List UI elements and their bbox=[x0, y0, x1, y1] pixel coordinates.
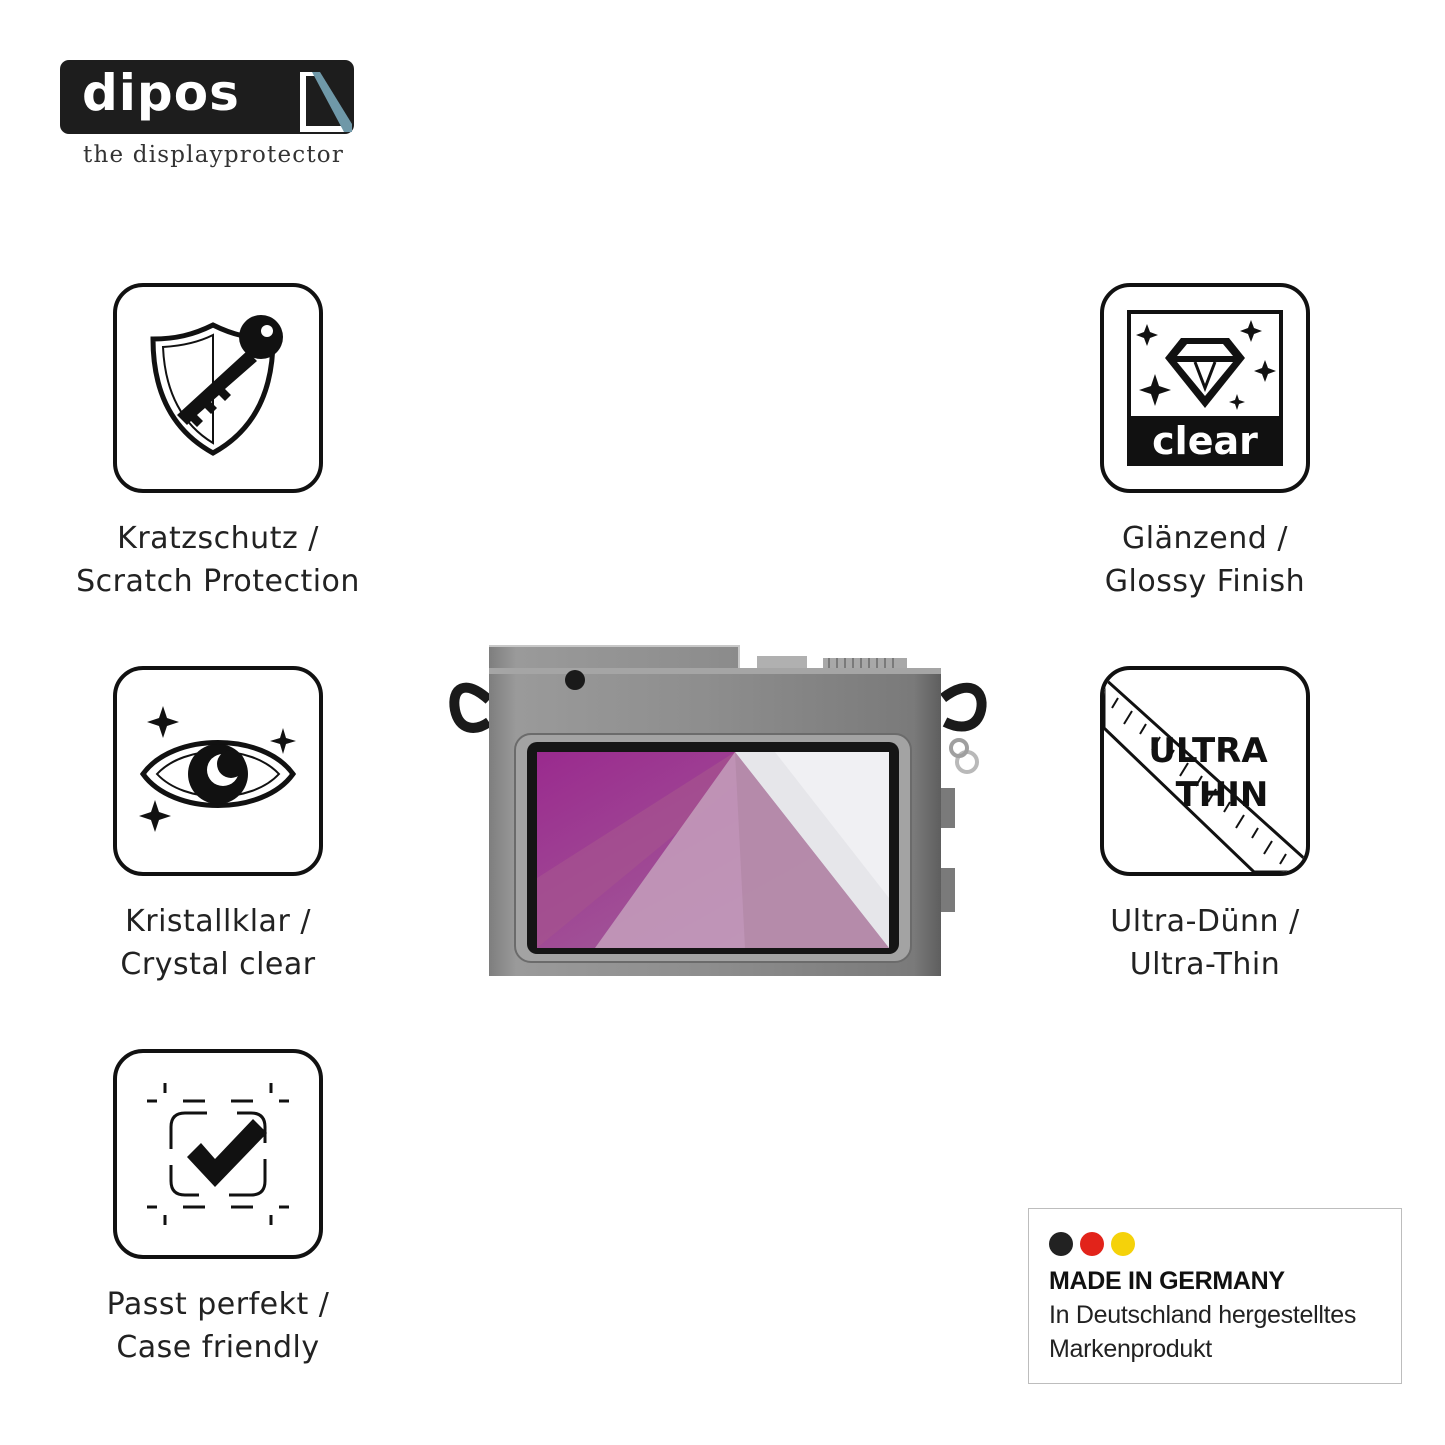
feature-label-de: Kratzschutz / bbox=[117, 521, 319, 556]
shield-key-icon bbox=[150, 315, 283, 456]
logo-fold-icon bbox=[360, 122, 361, 123]
brand-tagline: the displayprotector bbox=[83, 142, 345, 168]
feature-label: Kratzschutz / Scratch Protection bbox=[58, 517, 378, 603]
feature-glossy-finish: clear Glänzend / Glossy Finish bbox=[1045, 283, 1365, 603]
feature-label-de: Glänzend / bbox=[1122, 521, 1288, 556]
diamond-clear-icon: clear bbox=[1127, 310, 1283, 466]
made-in-germany-line-1: In Deutschland hergestelltes bbox=[1049, 1301, 1357, 1329]
ultra-icon-text: ULTRA bbox=[1148, 731, 1268, 771]
made-in-germany-title: MADE IN GERMANY bbox=[1049, 1267, 1285, 1295]
feature-label-en: Ultra-Thin bbox=[1129, 947, 1281, 982]
ultra-thin-ruler-icon: ULTRA THIN bbox=[1104, 675, 1306, 872]
camera-product-image bbox=[449, 645, 987, 976]
thin-icon-text: THIN bbox=[1176, 775, 1269, 815]
feature-icon-box bbox=[113, 1049, 323, 1259]
german-flag-dots bbox=[1049, 1232, 1137, 1260]
feature-icon-box bbox=[113, 666, 323, 876]
made-in-germany-badge: MADE IN GERMANY In Deutschland hergestel… bbox=[1028, 1208, 1402, 1384]
feature-label-en: Case friendly bbox=[116, 1330, 320, 1365]
feature-icon-box: clear bbox=[1100, 283, 1310, 493]
flag-dot-red bbox=[1080, 1232, 1105, 1256]
feature-icon-box bbox=[113, 283, 323, 493]
flag-dot-black bbox=[1049, 1232, 1073, 1256]
feature-label-de: Ultra-Dünn / bbox=[1110, 904, 1300, 939]
feature-label: Kristallklar / Crystal clear bbox=[58, 900, 378, 986]
feature-crystal-clear: Kristallklar / Crystal clear bbox=[58, 666, 378, 986]
feature-label-de: Kristallklar / bbox=[125, 904, 311, 939]
feature-label-de: Passt perfekt / bbox=[106, 1287, 330, 1322]
feature-ultra-thin: ULTRA THIN Ultra-Dünn / Ultra-Thin bbox=[1045, 666, 1365, 986]
check-frame-icon bbox=[147, 1083, 289, 1225]
flag-dot-gold bbox=[1111, 1232, 1136, 1256]
clear-icon-text: clear bbox=[1152, 419, 1258, 463]
feature-label-en: Crystal clear bbox=[120, 947, 316, 982]
feature-case-friendly: Passt perfekt / Case friendly bbox=[58, 1049, 378, 1369]
brand-logo: dipos bbox=[60, 60, 354, 134]
feature-label: Passt perfekt / Case friendly bbox=[58, 1283, 378, 1369]
feature-label-en: Scratch Protection bbox=[76, 564, 360, 599]
logo-corner-fold-icon bbox=[300, 72, 352, 132]
feature-scratch-protection: Kratzschutz / Scratch Protection bbox=[58, 283, 378, 603]
eye-sparkle-icon bbox=[139, 706, 297, 832]
logo-wordmark: dipos bbox=[82, 64, 240, 122]
feature-label-en: Glossy Finish bbox=[1104, 564, 1306, 599]
made-in-germany-line-2: Markenprodukt bbox=[1049, 1335, 1212, 1363]
feature-icon-box: ULTRA THIN bbox=[1100, 666, 1310, 876]
feature-label: Glänzend / Glossy Finish bbox=[1045, 517, 1365, 603]
feature-label: Ultra-Dünn / Ultra-Thin bbox=[1045, 900, 1365, 986]
